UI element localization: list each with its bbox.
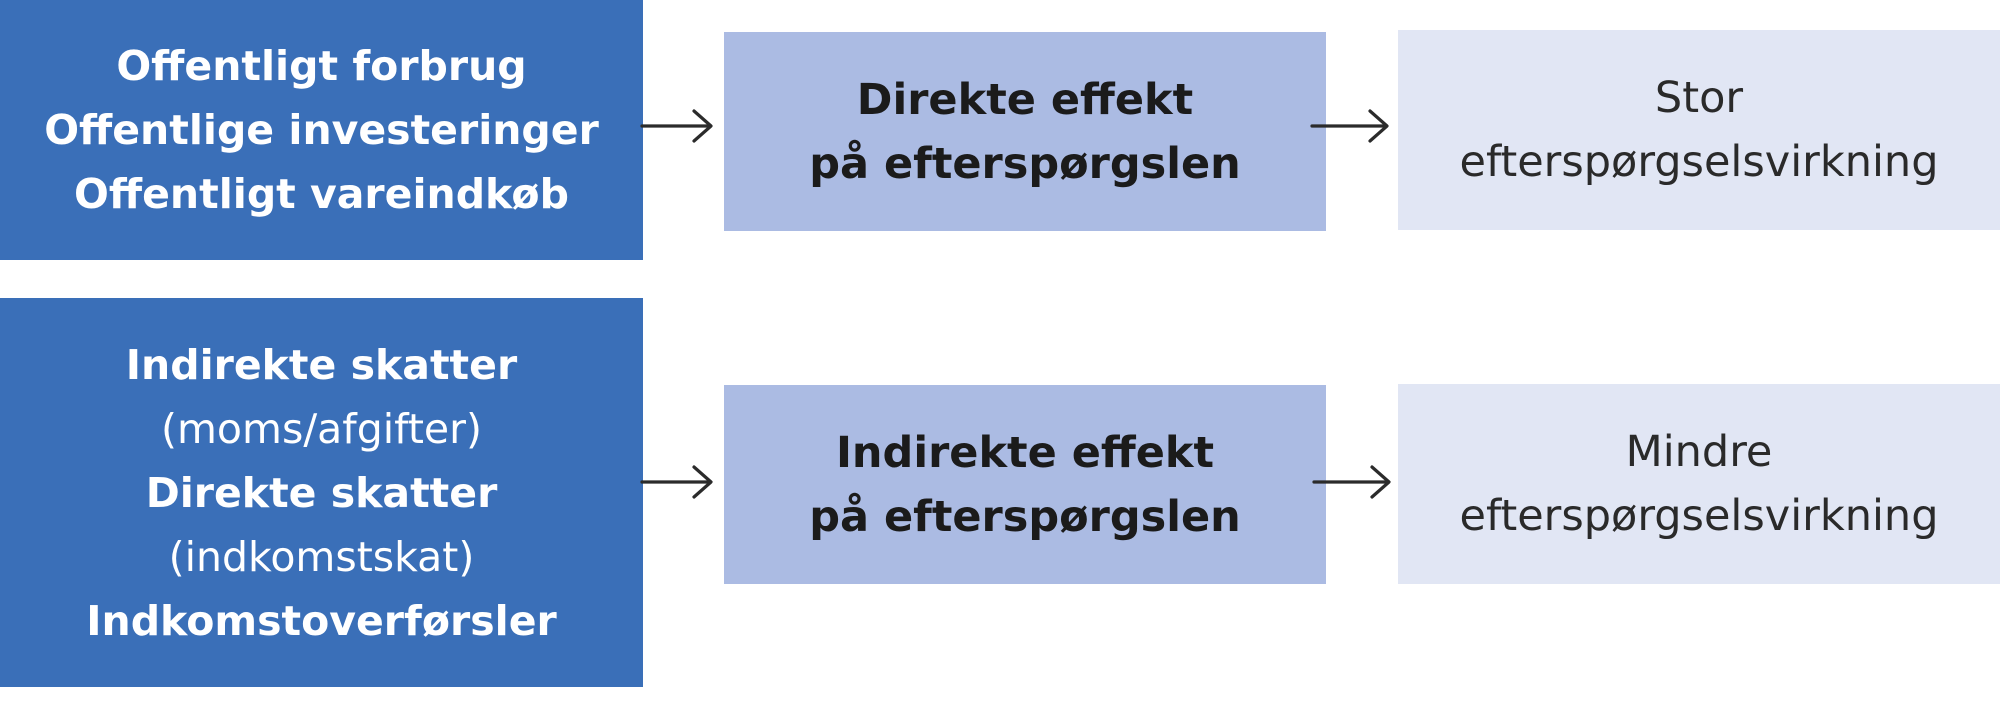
- outcome-line: efterspørgselsvirkning: [1459, 491, 1939, 541]
- outcome-line: Stor: [1654, 73, 1744, 123]
- row1-effect-box: Direkte effekt på efterspørgslen: [724, 32, 1326, 231]
- source-line: Offentligt forbrug: [116, 42, 527, 90]
- source-line: Offentligt vareindkøb: [74, 170, 569, 218]
- source-line: Indkomstoverførsler: [86, 596, 557, 645]
- source-line: Offentlige investeringer: [44, 106, 599, 154]
- row2-arrow-2-icon: [1312, 465, 1391, 499]
- source-line: Direkte skatter: [145, 468, 498, 517]
- row1-arrow-1-icon: [640, 109, 713, 143]
- source-line: (moms/afgifter): [161, 404, 482, 453]
- source-line: Indirekte skatter: [125, 340, 518, 389]
- outcome-line: efterspørgselsvirkning: [1459, 137, 1939, 187]
- row2-outcome-box: Mindre efterspørgselsvirkning: [1398, 384, 2000, 584]
- row2-source-box: Indirekte skatter (moms/afgifter) Direkt…: [0, 298, 643, 687]
- row2-arrow-1-icon: [640, 465, 713, 499]
- effect-line: Indirekte effekt: [835, 427, 1215, 478]
- row2-effect-box: Indirekte effekt på efterspørgslen: [724, 385, 1326, 584]
- effect-line: på efterspørgslen: [809, 491, 1241, 542]
- row1-arrow-2-icon: [1310, 109, 1389, 143]
- row1-source-box: Offentligt forbrug Offentlige investerin…: [0, 0, 643, 260]
- row1-outcome-box: Stor efterspørgselsvirkning: [1398, 30, 2000, 230]
- effect-line: på efterspørgslen: [809, 138, 1241, 189]
- source-line: (indkomstskat): [168, 532, 475, 581]
- effect-line: Direkte effekt: [856, 74, 1194, 125]
- outcome-line: Mindre: [1625, 427, 1773, 477]
